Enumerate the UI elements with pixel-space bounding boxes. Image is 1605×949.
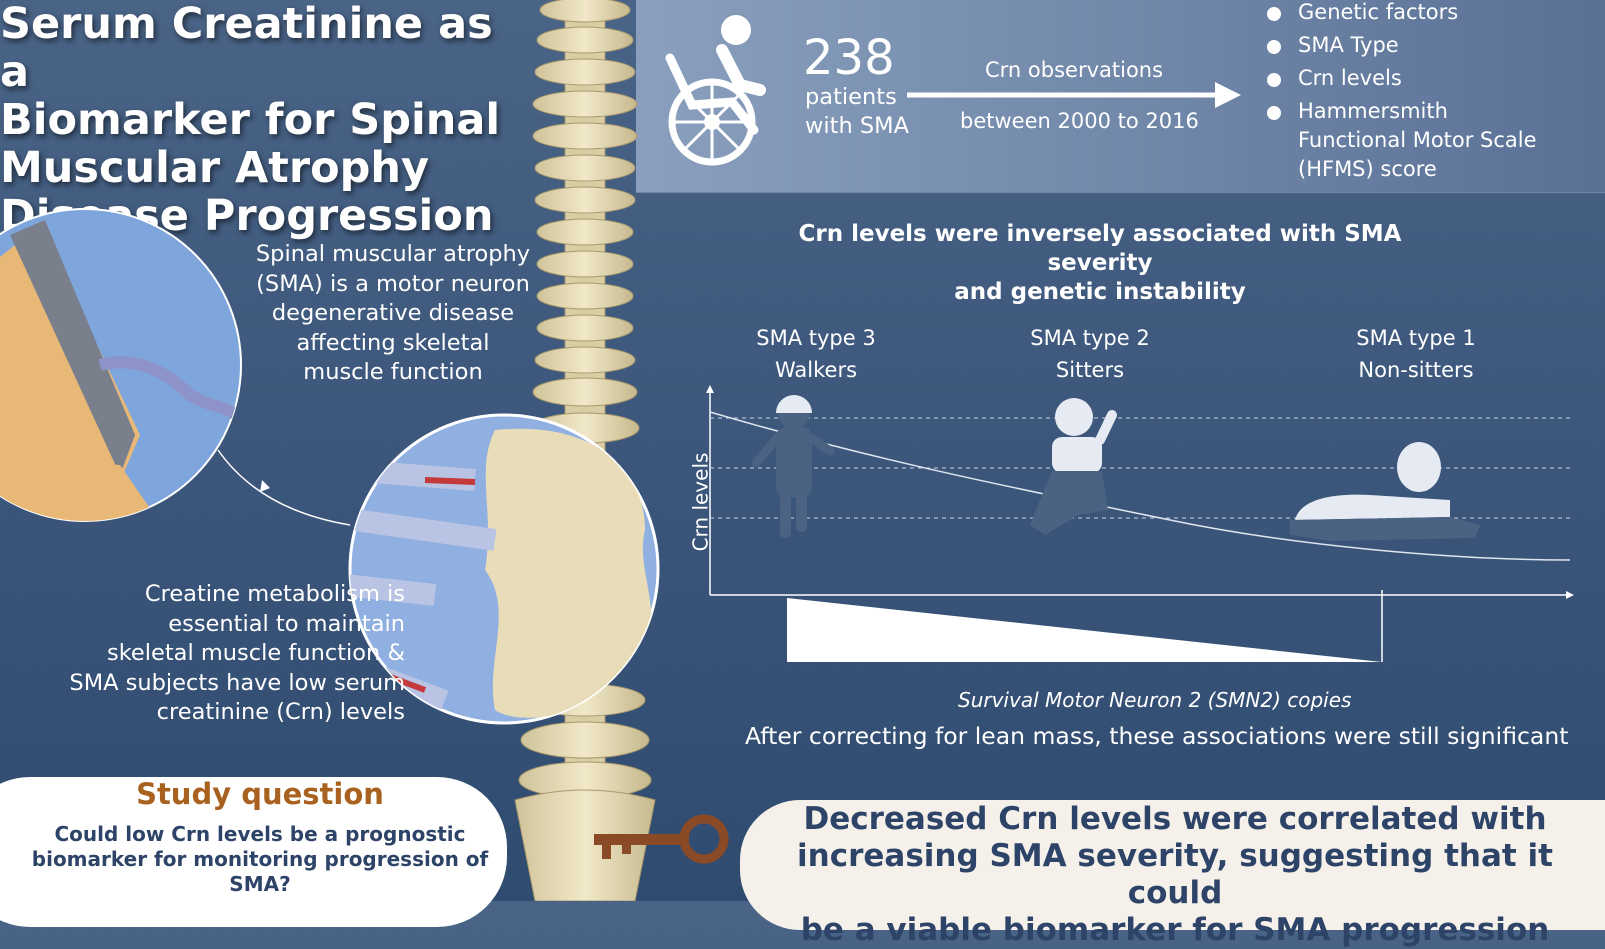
factor-list: Genetic factors SMA Type Crn levels Hamm… bbox=[1267, 0, 1537, 188]
list-item: Hammersmith Functional Motor Scale (HFMS… bbox=[1267, 97, 1537, 184]
type1-name: SMA type 1 bbox=[1356, 326, 1476, 350]
conclusion-text: Decreased Crn levels were correlated wit… bbox=[797, 801, 1553, 948]
right-arrow-icon bbox=[907, 82, 1241, 108]
finding-heading: Crn levels were inversely associated wit… bbox=[798, 221, 1402, 305]
type2-name: SMA type 2 bbox=[1030, 326, 1150, 350]
y-axis-label: Crn levels bbox=[688, 452, 713, 552]
study-question-text: Could low Crn levels be a prognostic bio… bbox=[31, 822, 489, 896]
walker-child-icon bbox=[751, 395, 835, 538]
type1-ability: Non-sitters bbox=[1358, 358, 1474, 382]
period-label: between 2000 to 2016 bbox=[960, 109, 1199, 133]
smn2-wedge bbox=[787, 598, 1382, 662]
connector-arrow bbox=[217, 449, 351, 526]
type3-label: SMA type 3 Walkers bbox=[706, 322, 926, 386]
muscle-circle-illustration bbox=[0, 208, 242, 522]
type3-name: SMA type 3 bbox=[756, 326, 876, 350]
key-icon bbox=[594, 814, 729, 864]
study-question-title: Study question bbox=[136, 777, 384, 811]
type1-label: SMA type 1 Non-sitters bbox=[1306, 322, 1526, 386]
type2-label: SMA type 2 Sitters bbox=[980, 322, 1200, 386]
type3-ability: Walkers bbox=[774, 358, 858, 382]
patient-count: 238 bbox=[803, 30, 895, 86]
list-item: Genetic factors bbox=[1267, 0, 1537, 27]
band-divider bbox=[636, 192, 1605, 193]
creatine-description: Creatine metabolism is essential to main… bbox=[69, 581, 405, 725]
correction-note: After correcting for lean mass, these as… bbox=[745, 722, 1569, 750]
neuron-circle-illustration bbox=[348, 413, 660, 725]
sma-description: Spinal muscular atrophy (SMA) is a motor… bbox=[255, 241, 531, 385]
non-sitter-child-icon bbox=[1290, 442, 1480, 541]
list-item: Crn levels bbox=[1267, 64, 1537, 93]
list-item: SMA Type bbox=[1267, 31, 1537, 60]
crn-schematic-plot bbox=[706, 385, 1574, 662]
patient-label: patients with SMA bbox=[805, 84, 909, 139]
observations-label: Crn observations bbox=[985, 58, 1164, 82]
trend-line bbox=[709, 411, 1571, 561]
smn2-label: Survival Motor Neuron 2 (SMN2) copies bbox=[958, 688, 1352, 712]
page-title: Serum Creatinine as a Biomarker for Spin… bbox=[0, 0, 501, 241]
wheelchair-icon bbox=[665, 15, 766, 166]
sitter-child-icon bbox=[1030, 398, 1117, 535]
type2-ability: Sitters bbox=[1055, 358, 1125, 382]
